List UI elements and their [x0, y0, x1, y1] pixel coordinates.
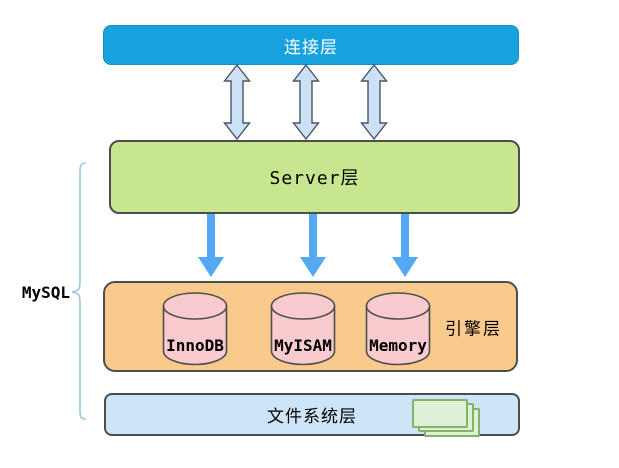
stacked-file-sheet: [412, 399, 468, 428]
stacked-files-icon: [412, 399, 480, 437]
engine-name: MyISAM: [274, 336, 332, 355]
double-arrow-icon: [360, 64, 388, 140]
server-layer-label: Server层: [269, 168, 360, 189]
connection-layer-box: 连接层: [103, 25, 519, 65]
myisam-cylinder: MyISAM: [270, 292, 336, 366]
filesystem-layer-box: 文件系统层: [104, 393, 520, 437]
down-arrow-icon: [198, 214, 224, 277]
database-cylinder-icon: [365, 292, 431, 366]
mysql-label: MySQL: [21, 283, 70, 302]
database-cylinder-icon: [162, 292, 228, 366]
innodb-cylinder: InnoDB: [162, 292, 228, 366]
engine-layer-label: 引擎层: [445, 319, 502, 339]
memory-cylinder: Memory: [365, 292, 431, 366]
down-arrow-icon: [392, 214, 418, 277]
engine-name: InnoDB: [166, 336, 224, 355]
connection-layer-label: 连接层: [284, 37, 338, 58]
database-cylinder-icon: [270, 292, 336, 366]
engine-name: Memory: [369, 336, 427, 355]
engine-layer-box: 引擎层 InnoDB MyISAM Memory: [103, 281, 518, 372]
double-arrow-icon: [292, 64, 320, 140]
server-layer-box: Server层: [109, 140, 520, 214]
double-arrow-icon: [223, 64, 251, 140]
curly-brace: [71, 162, 87, 420]
down-arrow-icon: [300, 214, 326, 277]
filesystem-layer-label: 文件系统层: [267, 407, 357, 427]
